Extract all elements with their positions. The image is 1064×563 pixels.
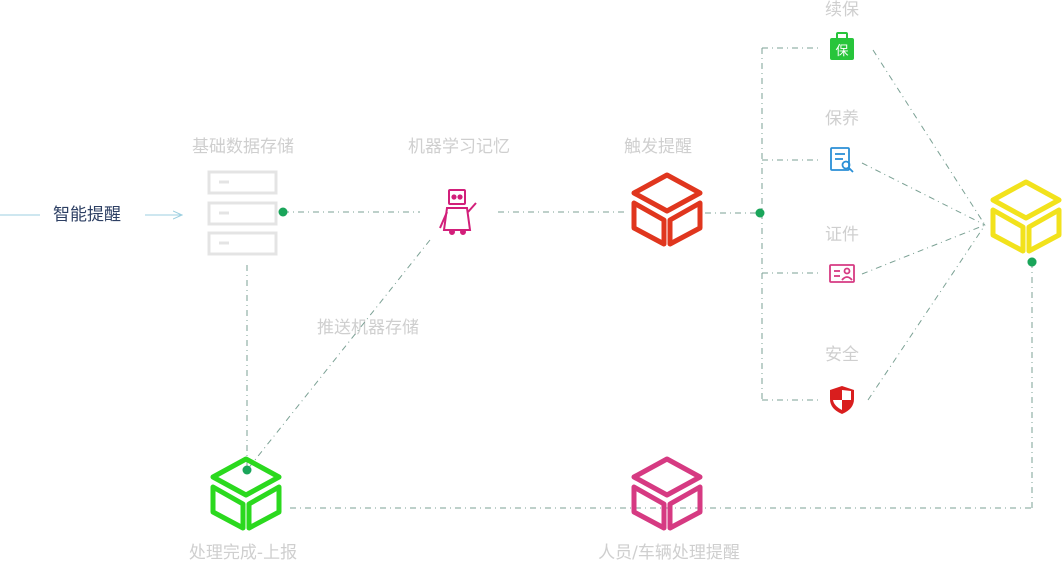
dot-branch	[755, 208, 765, 218]
done-cube-icon	[210, 456, 282, 531]
server-stack-icon	[207, 170, 278, 256]
maintenance-doc-icon	[830, 147, 854, 173]
category-label-renew: 续保	[825, 0, 859, 20]
dot-storage	[278, 207, 288, 217]
id-card-icon	[829, 264, 855, 283]
hub-cube-icon	[990, 179, 1062, 254]
trigger-label: 触发提醒	[624, 137, 692, 157]
connector-safety-hub	[867, 224, 986, 401]
connector-id-hub	[861, 224, 986, 275]
connector-renew-hub	[872, 49, 986, 226]
connector-robot-done	[246, 239, 431, 471]
category-label-safety: 安全	[825, 345, 859, 365]
storage-label: 基础数据存储	[192, 137, 294, 157]
person-label: 人员/车辆处理提醒	[598, 543, 740, 563]
robot-label: 机器学习记忆	[408, 137, 510, 157]
robot-icon	[439, 189, 477, 235]
connector-maint-hub	[861, 162, 986, 226]
insurance-badge-text: 保	[835, 44, 848, 59]
shield-icon	[830, 386, 854, 414]
push-edge-label: 推送机器存储	[317, 318, 419, 338]
trigger-cube-icon	[631, 172, 703, 247]
category-label-id: 证件	[825, 225, 859, 245]
category-label-maintenance: 保养	[825, 109, 859, 129]
entry-label: 智能提醒	[53, 205, 121, 225]
dot-done	[242, 465, 252, 475]
person-cube-icon	[631, 456, 703, 531]
insurance-badge-icon: 保	[830, 32, 854, 60]
done-label: 处理完成-上报	[188, 543, 298, 563]
